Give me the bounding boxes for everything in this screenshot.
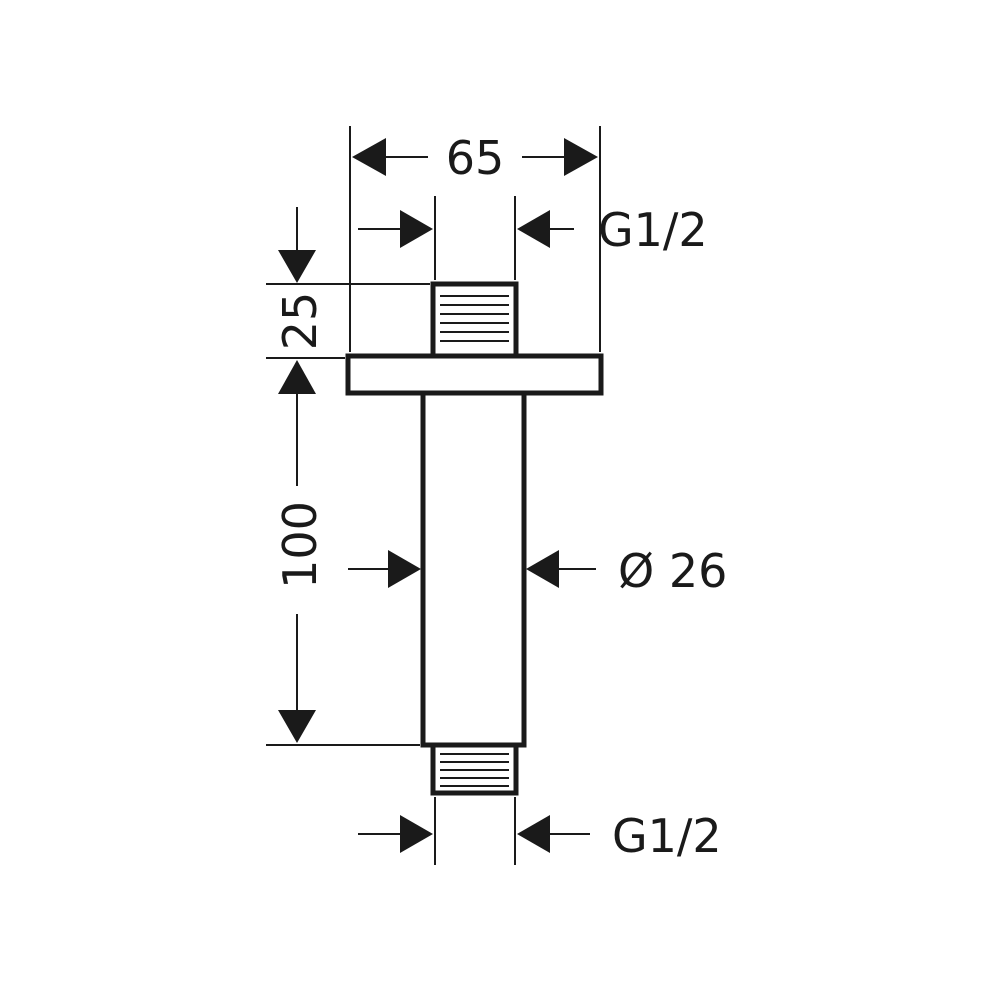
dimension-pipe-diameter: Ø 26: [348, 544, 727, 598]
dimension-arm-length: 100: [266, 394, 420, 746]
dimension-top-height: 25: [266, 207, 430, 394]
dimension-bottom-thread: G1/2: [358, 797, 722, 865]
dimension-label-65: 65: [446, 131, 505, 185]
top-thread-nipple: [430, 281, 519, 359]
dimension-label-d26: Ø 26: [618, 544, 727, 598]
arrow-right-icon: [400, 210, 433, 248]
dimension-top-thread: G1/2: [358, 196, 708, 280]
dimension-label-25: 25: [273, 292, 327, 351]
top-thread-lines: [440, 295, 509, 342]
arrow-down-icon: [278, 710, 316, 743]
arrow-right-icon: [564, 138, 598, 176]
arrow-left-icon: [526, 550, 559, 588]
dimension-label-g12-bottom: G1/2: [612, 809, 722, 863]
bottom-thread-nipple: [430, 742, 519, 796]
flange: [345, 353, 604, 396]
arrow-up-icon: [278, 360, 316, 394]
dimension-label-g12-top: G1/2: [598, 203, 708, 257]
shower-arm-part: [345, 281, 604, 796]
pipe: [420, 390, 527, 748]
arrow-down-icon: [278, 250, 316, 283]
arrow-left-icon: [517, 210, 550, 248]
bottom-thread-lines: [440, 753, 509, 787]
dimension-label-100: 100: [273, 501, 327, 589]
arrow-right-icon: [388, 550, 421, 588]
arrow-left-icon: [517, 815, 550, 853]
arrow-right-icon: [400, 815, 433, 853]
arrow-left-icon: [352, 138, 386, 176]
dimension-flange-width: 65: [349, 126, 601, 352]
